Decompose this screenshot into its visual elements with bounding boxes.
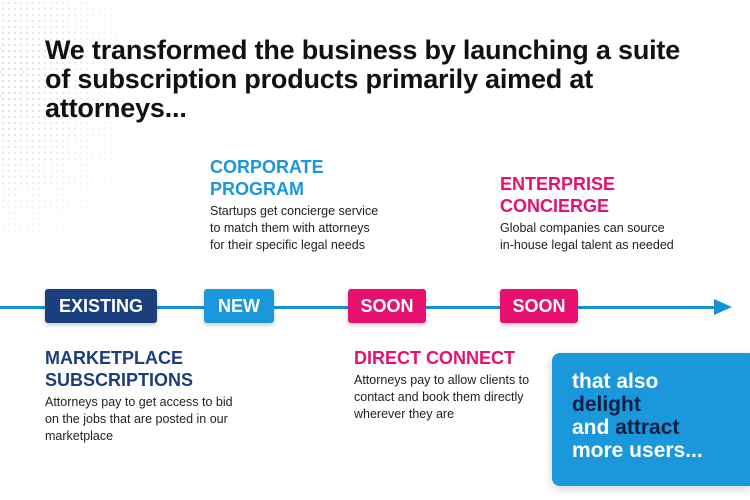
enterprise-concierge-block: ENTERPRISE CONCIERGE Global companies ca… xyxy=(500,173,675,254)
callout-line-3: and attract xyxy=(572,416,747,439)
badge-existing: EXISTING xyxy=(45,289,157,323)
enterprise-concierge-description: Global companies can source in-house leg… xyxy=(500,221,674,252)
marketplace-subscriptions-title: MARKETPLACE SUBSCRIPTIONS xyxy=(45,348,194,390)
marketplace-subscriptions-block: MARKETPLACE SUBSCRIPTIONS Attorneys pay … xyxy=(45,347,235,445)
badge-soon-direct-connect: SOON xyxy=(348,289,426,323)
direct-connect-title: DIRECT CONNECT xyxy=(354,348,515,368)
callout-line-2: delight xyxy=(572,393,641,416)
direct-connect-description: Attorneys pay to allow clients to contac… xyxy=(354,373,530,421)
marketplace-subscriptions-description: Attorneys pay to get access to bid on th… xyxy=(45,395,233,443)
badge-soon-enterprise: SOON xyxy=(500,289,578,323)
dot-pattern-decoration xyxy=(0,0,140,260)
corporate-program-title: CORPORATE PROGRAM xyxy=(210,157,324,199)
callout-box: that also delight and attract more users… xyxy=(552,353,750,486)
corporate-program-block: CORPORATE PROGRAM Startups get concierge… xyxy=(210,156,385,254)
badge-new: NEW xyxy=(204,289,274,323)
callout-word-and: and xyxy=(572,416,610,439)
callout-word-attract: attract xyxy=(615,416,680,439)
corporate-program-description: Startups get concierge service to match … xyxy=(210,204,379,252)
callout-line-1: that also xyxy=(572,370,659,393)
direct-connect-block: DIRECT CONNECT Attorneys pay to allow cl… xyxy=(354,347,534,423)
callout-line-4: more users... xyxy=(572,439,703,462)
timeline-arrow-icon xyxy=(714,299,732,315)
enterprise-concierge-title: ENTERPRISE CONCIERGE xyxy=(500,174,616,216)
headline: We transformed the business by launching… xyxy=(45,35,681,123)
callout-text: that also delight and attract more users… xyxy=(572,370,747,462)
